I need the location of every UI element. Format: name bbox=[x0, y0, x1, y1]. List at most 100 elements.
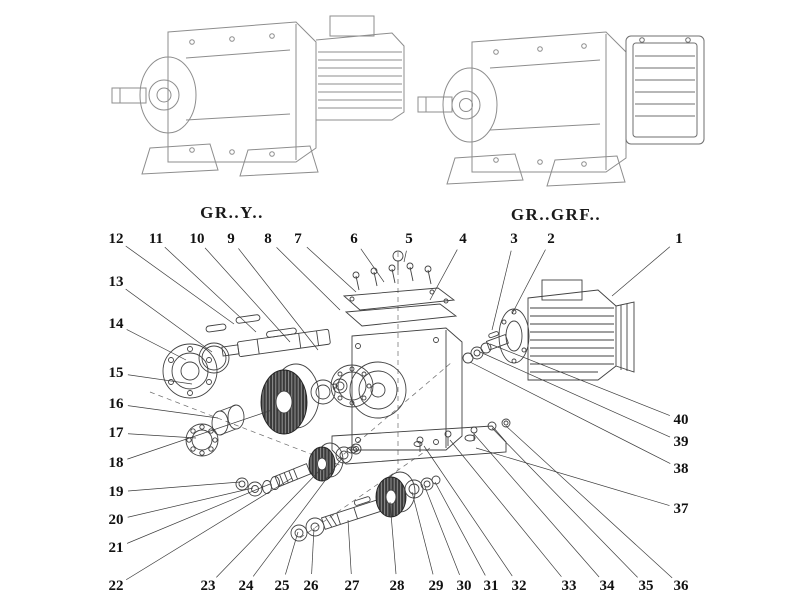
lower-shaft-assembly bbox=[290, 471, 441, 542]
callout-5: 5 bbox=[405, 231, 413, 247]
leader-line-15 bbox=[127, 374, 193, 385]
motor-terminal-box bbox=[541, 279, 583, 301]
callout-37: 37 bbox=[674, 501, 690, 517]
callout-31: 31 bbox=[484, 578, 499, 594]
base-fasteners bbox=[416, 418, 511, 452]
callout-14: 14 bbox=[109, 316, 125, 332]
callout-18: 18 bbox=[109, 455, 124, 471]
callout-1: 1 bbox=[675, 231, 683, 247]
callout-27: 27 bbox=[345, 578, 361, 594]
callout-20: 20 bbox=[109, 512, 124, 528]
leader-line-12 bbox=[125, 245, 235, 325]
motor-fan-cover bbox=[615, 301, 635, 373]
shaft-key-small bbox=[205, 323, 227, 333]
callout-39: 39 bbox=[674, 434, 689, 450]
leader-line-34 bbox=[473, 433, 600, 578]
leader-line-9 bbox=[238, 248, 319, 351]
leader-line-27 bbox=[347, 519, 352, 575]
callout-35: 35 bbox=[639, 578, 654, 594]
leader-line-8 bbox=[276, 247, 341, 311]
leader-line-19 bbox=[127, 481, 241, 492]
leader-line-22 bbox=[126, 477, 293, 581]
leader-line-30 bbox=[424, 486, 460, 575]
callout-3: 3 bbox=[510, 231, 518, 247]
leader-line-2 bbox=[511, 249, 546, 315]
housing-cover-and-gasket bbox=[342, 287, 458, 327]
output-bearing bbox=[185, 423, 219, 457]
housing-base-flange bbox=[331, 425, 507, 465]
callout-29: 29 bbox=[429, 578, 444, 594]
callout-33: 33 bbox=[562, 578, 577, 594]
leader-line-10 bbox=[204, 247, 291, 343]
exploded-view bbox=[162, 250, 635, 542]
input-shaft-parts bbox=[462, 331, 509, 364]
leader-lines bbox=[125, 245, 673, 581]
leader-line-14 bbox=[126, 329, 187, 361]
callout-38: 38 bbox=[674, 461, 689, 477]
callout-23: 23 bbox=[201, 578, 216, 594]
leader-line-21 bbox=[126, 483, 271, 544]
callout-13: 13 bbox=[109, 274, 124, 290]
leader-line-4 bbox=[429, 249, 458, 301]
leader-line-20 bbox=[127, 487, 254, 518]
callout-7: 7 bbox=[294, 231, 302, 247]
leader-line-35 bbox=[491, 427, 638, 578]
label-gr-y: GR..Y.. bbox=[200, 203, 264, 222]
leader-line-25 bbox=[285, 531, 299, 575]
leader-line-31 bbox=[434, 481, 486, 576]
assembly-axis-lines bbox=[149, 252, 453, 539]
callout-15: 15 bbox=[109, 365, 124, 381]
callout-16: 16 bbox=[109, 396, 125, 412]
callout-32: 32 bbox=[512, 578, 527, 594]
leader-line-40 bbox=[489, 343, 670, 416]
leader-line-32 bbox=[423, 445, 513, 577]
leader-line-39 bbox=[479, 351, 671, 438]
callout-28: 28 bbox=[390, 578, 405, 594]
motor bbox=[498, 279, 635, 381]
pinion-shaft bbox=[274, 463, 312, 488]
intermediate-shaft bbox=[320, 496, 381, 530]
callout-36: 36 bbox=[674, 578, 690, 594]
leader-line-6 bbox=[360, 248, 385, 283]
leader-line-11 bbox=[164, 246, 257, 333]
leader-line-5 bbox=[403, 250, 407, 263]
callout-17: 17 bbox=[109, 425, 125, 441]
callout-4: 4 bbox=[459, 231, 467, 247]
leader-line-1 bbox=[611, 246, 671, 297]
gear-housing bbox=[349, 327, 463, 451]
leader-line-29 bbox=[411, 491, 434, 575]
callout-11: 11 bbox=[149, 231, 163, 247]
leader-line-28 bbox=[389, 501, 397, 575]
callout-8: 8 bbox=[264, 231, 272, 247]
callout-25: 25 bbox=[275, 578, 290, 594]
callout-12: 12 bbox=[109, 231, 124, 247]
callout-21: 21 bbox=[109, 540, 124, 556]
shaft-key bbox=[235, 314, 261, 324]
pinion-cluster bbox=[235, 442, 362, 497]
callout-2: 2 bbox=[547, 231, 555, 247]
leader-line-16 bbox=[127, 405, 219, 419]
output-gear bbox=[260, 363, 320, 435]
callout-19: 19 bbox=[109, 484, 124, 500]
leader-line-33 bbox=[449, 439, 562, 577]
intermediate-rings bbox=[310, 364, 374, 408]
assembled-gearmotor-gr-y-illustration bbox=[111, 15, 405, 177]
leader-line-37 bbox=[475, 447, 670, 506]
callout-10: 10 bbox=[190, 231, 205, 247]
leader-line-38 bbox=[469, 361, 671, 464]
leader-line-23 bbox=[216, 469, 321, 578]
leader-line-36 bbox=[505, 425, 673, 579]
callout-26: 26 bbox=[304, 578, 320, 594]
leader-line-17 bbox=[127, 433, 197, 439]
leader-line-24 bbox=[252, 457, 343, 577]
leader-line-7 bbox=[306, 246, 357, 293]
cover-bolts bbox=[352, 250, 432, 291]
leader-line-26 bbox=[311, 527, 315, 575]
callout-24: 24 bbox=[239, 578, 255, 594]
leader-line-18 bbox=[127, 409, 273, 460]
output-flange-disc bbox=[162, 343, 218, 399]
spacer-bushing bbox=[211, 404, 245, 436]
